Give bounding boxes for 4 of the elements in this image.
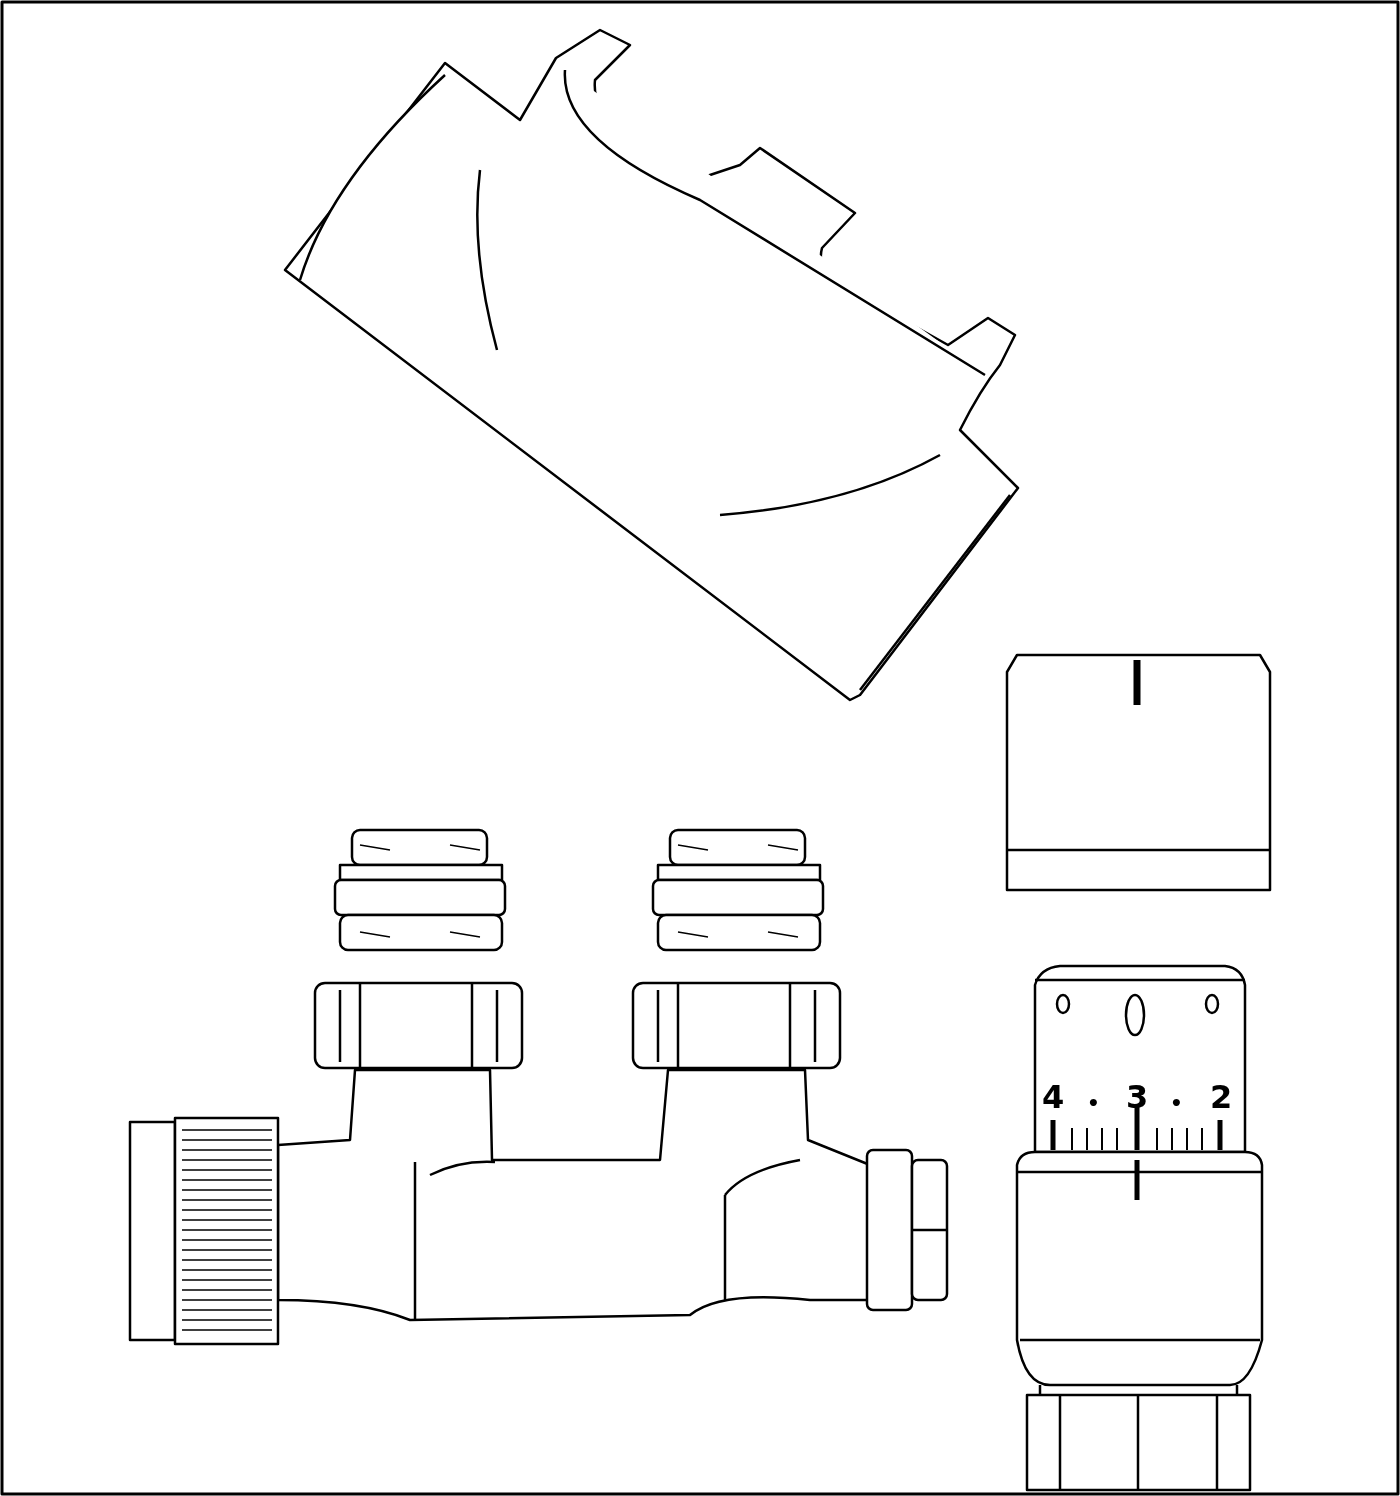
scale-dot: • xyxy=(1087,1090,1100,1117)
scale-number: 4 xyxy=(1042,1080,1065,1114)
scale-number: 2 xyxy=(1210,1080,1233,1114)
scale-dot: • xyxy=(1170,1090,1183,1117)
